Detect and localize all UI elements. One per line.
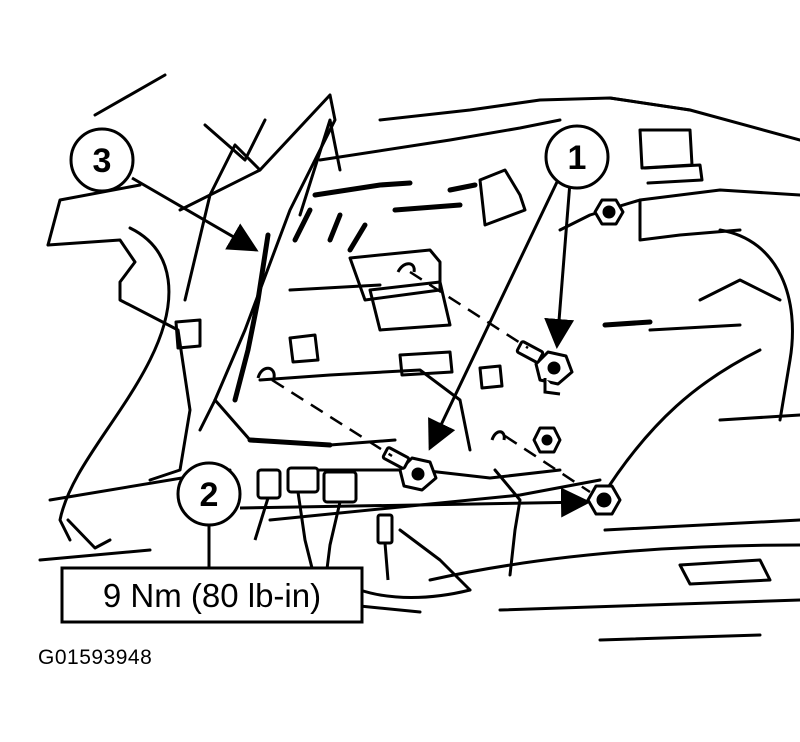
nut-icon bbox=[593, 198, 625, 226]
callout-1-label: 1 bbox=[568, 139, 587, 177]
callout-3-label: 3 bbox=[93, 142, 112, 180]
mounting-hole-icon bbox=[256, 262, 506, 441]
callout-2-label: 2 bbox=[200, 476, 219, 514]
stud-icon bbox=[532, 426, 562, 454]
figure-identifier: G01593948 bbox=[38, 646, 153, 669]
electrical-connectors bbox=[253, 466, 394, 586]
torque-spec-label: 9 Nm (80 lb-in) bbox=[103, 577, 321, 614]
torque-spec-box: 9 Nm (80 lb-in) bbox=[60, 566, 364, 624]
vehicle-body-linework bbox=[38, 73, 800, 642]
callout-1: 1 bbox=[544, 124, 610, 190]
callout-3: 3 bbox=[69, 127, 135, 193]
leader-arrows bbox=[131, 176, 591, 518]
bolt-icon bbox=[381, 446, 438, 492]
bolt-icon bbox=[515, 340, 574, 386]
assembly-alignment-lines bbox=[271, 270, 591, 494]
nut-icon bbox=[586, 484, 622, 516]
stud-icon bbox=[543, 378, 561, 396]
wiring-harness-bars bbox=[232, 180, 653, 448]
callout-2: 2 bbox=[176, 461, 242, 527]
